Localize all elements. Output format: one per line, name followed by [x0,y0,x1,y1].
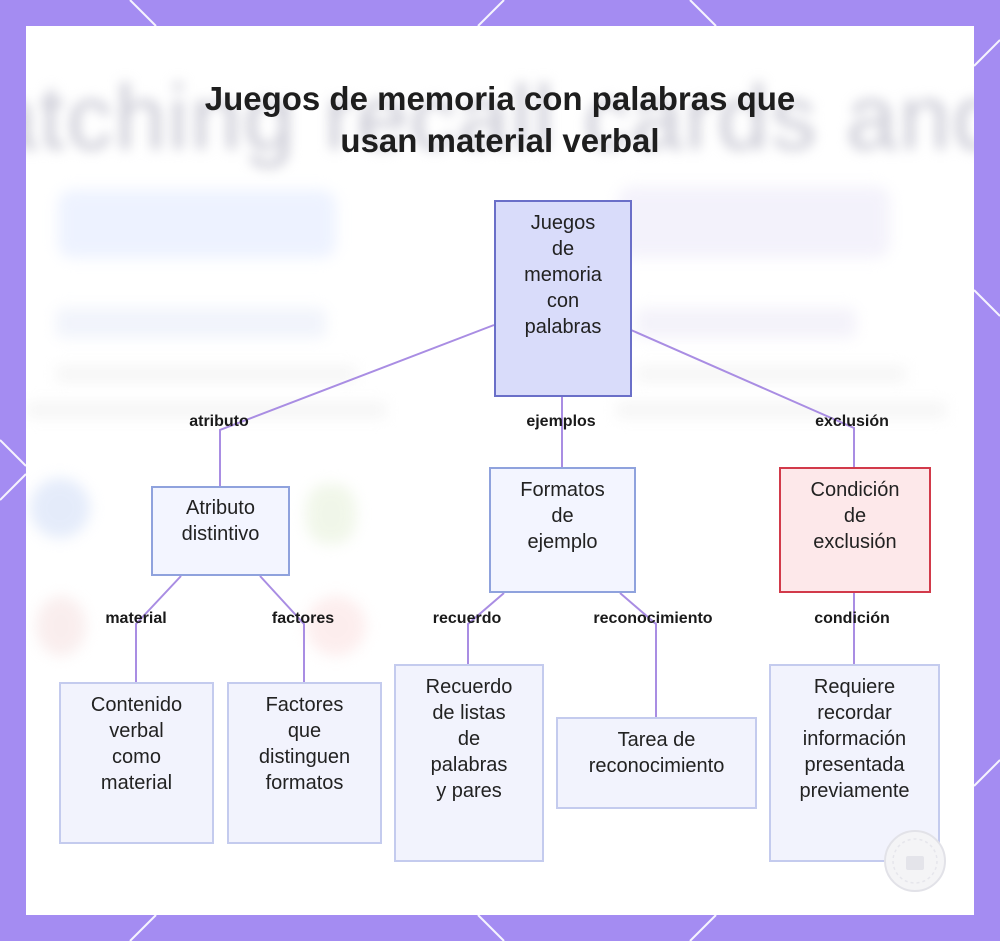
node-text-line: Contenido [90,694,183,716]
edge-label-condicion: condición [814,610,890,627]
node-root[interactable]: Juegos de memoria con palabras [494,200,632,397]
node-text-line: Atributo [186,497,255,519]
background-ghost-text: atching recall cards and pic [26,67,974,169]
node-text-line: material [100,772,173,794]
node-verbal-content[interactable]: Contenido verbal como material [59,682,214,844]
edge-label-ejemplos: ejemplos [526,413,596,430]
background-ghost-button [58,190,336,258]
node-text-line: reconocimiento [588,755,725,777]
node-text-line: previamente [799,780,910,802]
background-ghost-button [618,186,890,258]
edge-examples-recognition [619,592,657,717]
background-ghost-icon [30,478,90,538]
background-ghost-line [636,366,906,382]
node-text-line: y pares [436,780,502,802]
node-text-line: de [551,238,575,260]
node-text-line: con [546,290,580,312]
background-ghost-line [56,366,356,382]
node-text-line: recordar [817,702,892,724]
edge-attribute-verbal [135,575,182,682]
node-text-line: presentada [804,754,905,776]
node-text-line: ejemplo [527,531,598,553]
edge-label-atributo: atributo [189,413,249,430]
node-recognition[interactable]: Tarea de reconocimiento [556,717,757,809]
edge-attribute-factors [259,575,305,682]
node-text-line: exclusión [813,531,897,553]
title-line-1: Juegos de memoria con palabras que [204,80,796,117]
background-ghost-icon [36,596,86,656]
node-recall[interactable]: Recuerdo de listas de palabras y pares [394,664,544,862]
node-exclusion[interactable]: Condición de exclusión [779,467,931,593]
node-text-line: Condición [810,479,900,501]
node-factors[interactable]: Factores que distinguen formatos [227,682,382,844]
edge-label-recuerdo: recuerdo [432,610,502,627]
node-requirement[interactable]: Requiere recordar información presentada… [769,664,940,862]
diagram-title: Juegos de memoria con palabras que usan … [0,78,1000,162]
node-text-line: verbal [109,720,164,742]
node-text-line: información [802,728,907,750]
node-text-line: distinguen [258,746,351,768]
node-text-line: Requiere [813,676,896,698]
edge-root-exclusion [630,329,855,467]
node-text-line: que [287,720,322,742]
node-text-line: distintivo [181,523,260,545]
edge-label-reconocimiento: reconocimiento [593,610,713,627]
node-text-line: Juegos [530,212,596,234]
edge-label-material: material [105,610,167,627]
node-text-line: de [551,505,574,527]
edge-examples-recall [467,592,505,664]
background-ghost-line [26,402,386,418]
node-text-line: de [843,505,867,527]
node-text-line: memoria [524,264,602,286]
edge-root-attribute [219,324,495,486]
background-ghost-icon [306,484,356,544]
background-ghost-icon [306,596,366,656]
node-text-line: de listas [432,702,506,724]
node-text-line: de [457,728,481,750]
node-text-line: formatos [265,772,344,794]
node-text-line: como [112,746,161,768]
node-attribute[interactable]: Atributo distintivo [151,486,290,576]
background-ghost-heading [636,308,856,338]
watermark-badge-icon [884,830,946,892]
node-text-line: Tarea de [617,729,696,751]
edge-label-factores: factores [271,610,335,627]
background-ghost-line [616,402,946,418]
node-text-line: palabras [430,754,508,776]
node-text-line: palabras [524,316,602,338]
edge-label-exclusion: exclusión [815,413,889,430]
node-examples[interactable]: Formatos de ejemplo [489,467,636,593]
title-line-2: usan material verbal [340,122,660,159]
node-text-line: Formatos [520,479,605,501]
node-text-line: Factores [265,694,344,716]
background-ghost-heading [56,308,326,338]
node-text-line: Recuerdo [425,676,513,698]
